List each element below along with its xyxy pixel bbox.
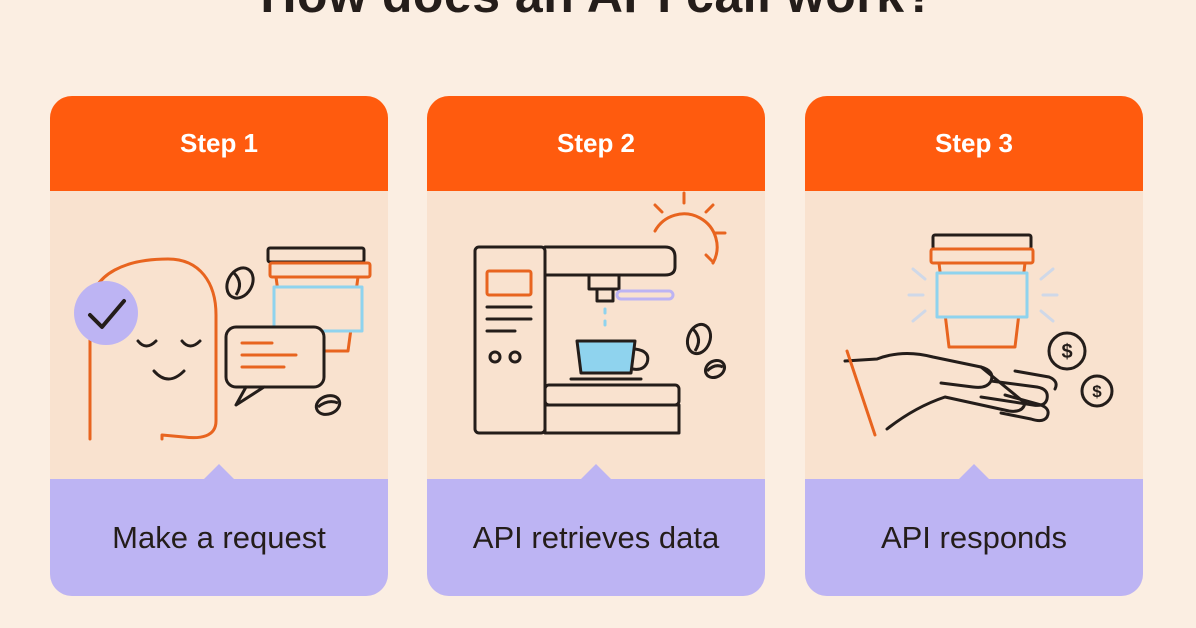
person-face-icon <box>88 257 218 441</box>
gear-icon <box>653 191 727 265</box>
step-footer-2: API retrieves data <box>427 464 765 596</box>
step-card-3: Step 3 <box>805 96 1143 596</box>
coffee-bean-icon <box>225 266 255 300</box>
step-label-2: Step 2 <box>556 128 636 158</box>
step-illustration-1 <box>50 191 388 479</box>
step-card-1: Step 1 <box>50 96 388 596</box>
coffee-bean-icon <box>314 394 342 416</box>
step-footer-1: Make a request <box>50 464 388 596</box>
step-header-2: Step 2 <box>427 96 765 191</box>
step-caption-3: API responds <box>880 519 1068 555</box>
svg-text:$: $ <box>1092 382 1102 401</box>
cup-shine-icon <box>907 267 1059 323</box>
step-label-1: Step 1 <box>179 128 259 158</box>
chat-bubble-icon <box>224 325 326 407</box>
coin-icon: $ <box>1080 374 1114 408</box>
coffee-bean-icon <box>685 322 727 380</box>
coffee-machine-icon <box>473 245 681 435</box>
step-header-3: Step 3 <box>805 96 1143 191</box>
coffee-cup-icon <box>929 233 1035 349</box>
step-illustration-3: $ $ <box>805 191 1143 479</box>
svg-text:$: $ <box>1061 341 1072 363</box>
espresso-cup-icon <box>569 339 650 381</box>
check-badge-icon <box>74 281 138 345</box>
step-header-1: Step 1 <box>50 96 388 191</box>
step-caption-2: API retrieves data <box>472 519 720 555</box>
step-illustration-2 <box>427 191 765 479</box>
open-hand-icon <box>843 352 1058 431</box>
step-label-3: Step 3 <box>934 128 1014 158</box>
step-footer-3: API responds <box>805 464 1143 596</box>
step-caption-1: Make a request <box>112 519 326 555</box>
coin-icon: $ <box>1047 331 1087 371</box>
page-title: How does an API call work? <box>0 0 1196 24</box>
wrist-line <box>845 349 877 437</box>
step-card-2: Step 2 <box>427 96 765 596</box>
